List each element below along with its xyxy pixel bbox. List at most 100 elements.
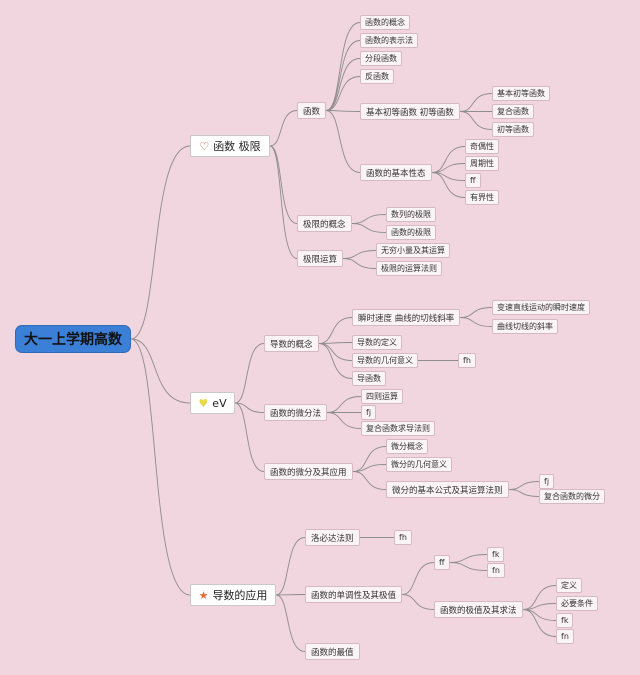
node-periodicity[interactable]: 周期性 <box>465 156 499 171</box>
node-fn-2[interactable]: fn <box>556 629 574 644</box>
node-fh[interactable]: fh <box>458 353 476 368</box>
node-differential-concept[interactable]: 微分概念 <box>386 439 428 454</box>
connector-line <box>326 396 362 413</box>
connector-line <box>325 76 361 111</box>
connector-line <box>325 58 361 111</box>
connector-line <box>325 40 361 111</box>
node-fh-2[interactable]: fh <box>394 530 412 545</box>
connector-line <box>431 146 466 173</box>
connector-line <box>522 609 557 621</box>
node-lhopital-rule[interactable]: 洛必达法则 <box>305 529 360 546</box>
node-composite-function[interactable]: 复合函数 <box>492 104 534 119</box>
node-differentiation-methods[interactable]: 函数的微分法 <box>264 404 328 421</box>
star-icon: ★ <box>198 588 209 602</box>
connector-line <box>275 594 306 652</box>
connector-line <box>431 172 466 198</box>
connector-line <box>318 317 353 344</box>
node-limit-operations[interactable]: 极限运算 <box>297 250 344 267</box>
node-ff-2[interactable]: ff <box>434 555 450 570</box>
connector-line <box>352 464 387 472</box>
node-instant-velocity[interactable]: 瞬时速度 曲线的切线斜率 <box>352 309 461 326</box>
node-definition[interactable]: 定义 <box>556 578 582 593</box>
node-piecewise-function[interactable]: 分段函数 <box>360 51 402 66</box>
node-fj[interactable]: fj <box>361 405 377 420</box>
connector-line <box>431 163 466 173</box>
node-inverse-function[interactable]: 反函数 <box>360 69 394 84</box>
branch-label: eV <box>212 396 227 410</box>
node-function-representation[interactable]: 函数的表示法 <box>360 33 418 48</box>
connector-line <box>449 562 488 571</box>
node-derivative-geometry[interactable]: 导数的几何意义 <box>352 353 418 368</box>
branch-ev[interactable]: ♥ eV <box>190 392 235 414</box>
node-derivative-definition[interactable]: 导数的定义 <box>352 335 402 350</box>
node-elementary-functions[interactable]: 基本初等函数 初等函数 <box>360 103 460 120</box>
connector-line <box>352 446 387 472</box>
node-chain-rule[interactable]: 复合函数求导法则 <box>361 421 435 436</box>
node-limit-rules[interactable]: 极限的运算法则 <box>376 261 442 276</box>
node-fk[interactable]: fk <box>487 547 505 562</box>
connector-line <box>459 317 493 327</box>
heart-icon: ♡ <box>199 139 210 153</box>
node-differential-applications[interactable]: 函数的微分及其应用 <box>264 463 353 480</box>
connector-line <box>269 145 298 224</box>
connector-line <box>275 594 306 596</box>
node-ff[interactable]: ff <box>465 173 481 188</box>
node-basic-elementary-function[interactable]: 基本初等函数 <box>492 86 550 101</box>
node-fk-2[interactable]: fk <box>556 613 574 628</box>
connector-line <box>342 250 377 259</box>
node-function-limit[interactable]: 函数的极限 <box>386 225 436 240</box>
connector-line <box>459 93 493 112</box>
connector-line <box>130 338 191 404</box>
connector-line <box>508 489 540 497</box>
node-arithmetic-rules[interactable]: 四则运算 <box>361 389 403 404</box>
node-derived-function[interactable]: 导函数 <box>352 371 386 386</box>
node-derivative-concept[interactable]: 导数的概念 <box>264 335 319 352</box>
heart-gem-icon: ♥ <box>198 396 209 410</box>
connector-line <box>130 145 191 340</box>
connector-line <box>352 471 387 490</box>
branch-label: 导数的应用 <box>212 589 268 602</box>
connector-line <box>351 223 387 233</box>
connector-line <box>342 258 377 269</box>
connector-line <box>522 609 557 637</box>
connector-line <box>318 343 353 361</box>
connector-line <box>351 214 387 224</box>
connector-line <box>459 111 493 130</box>
node-differential-formulas[interactable]: 微分的基本公式及其运算法则 <box>386 481 509 498</box>
node-parity[interactable]: 奇偶性 <box>465 139 499 154</box>
node-fn[interactable]: fn <box>487 563 505 578</box>
node-boundedness[interactable]: 有界性 <box>465 190 499 205</box>
node-extrema-methods[interactable]: 函数的极值及其求法 <box>434 601 523 618</box>
connector-line <box>449 554 488 563</box>
branch-function-limit[interactable]: ♡ 函数 极限 <box>190 135 270 157</box>
connector-line <box>325 110 361 112</box>
node-function[interactable]: 函数 <box>297 102 327 119</box>
root-topic[interactable]: 大一上学期高数 <box>15 325 131 353</box>
node-sequence-limit[interactable]: 数列的极限 <box>386 207 436 222</box>
connector-line <box>269 110 298 147</box>
node-function-concept[interactable]: 函数的概念 <box>360 15 410 30</box>
connector-line <box>318 343 353 379</box>
connector-line <box>325 110 361 173</box>
node-necessary-condition[interactable]: 必要条件 <box>556 596 598 611</box>
node-function-properties[interactable]: 函数的基本性态 <box>360 164 432 181</box>
connector-line <box>325 22 361 111</box>
connector-line <box>326 412 362 429</box>
node-function-maxmin[interactable]: 函数的最值 <box>305 643 360 660</box>
connector-line <box>234 402 265 472</box>
node-limit-concept[interactable]: 极限的概念 <box>297 215 352 232</box>
node-differential-geometry[interactable]: 微分的几何意义 <box>386 457 452 472</box>
node-tangent-slope[interactable]: 曲线切线的斜率 <box>492 319 558 334</box>
node-variable-velocity[interactable]: 变速直线运动的瞬时速度 <box>492 300 590 315</box>
node-infinitesimal[interactable]: 无穷小量及其运算 <box>376 243 450 258</box>
branch-derivative-applications[interactable]: ★ 导数的应用 <box>190 584 276 606</box>
node-composite-differential[interactable]: 复合函数的微分 <box>539 489 605 504</box>
connector-line <box>522 585 557 610</box>
node-fj-2[interactable]: fj <box>539 474 555 489</box>
connector-line <box>508 481 540 490</box>
connector-line <box>234 343 265 404</box>
branch-label: 函数 极限 <box>213 140 261 153</box>
node-monotonicity-extrema[interactable]: 函数的单调性及其极值 <box>305 586 403 603</box>
node-elementary-function[interactable]: 初等函数 <box>492 122 534 137</box>
